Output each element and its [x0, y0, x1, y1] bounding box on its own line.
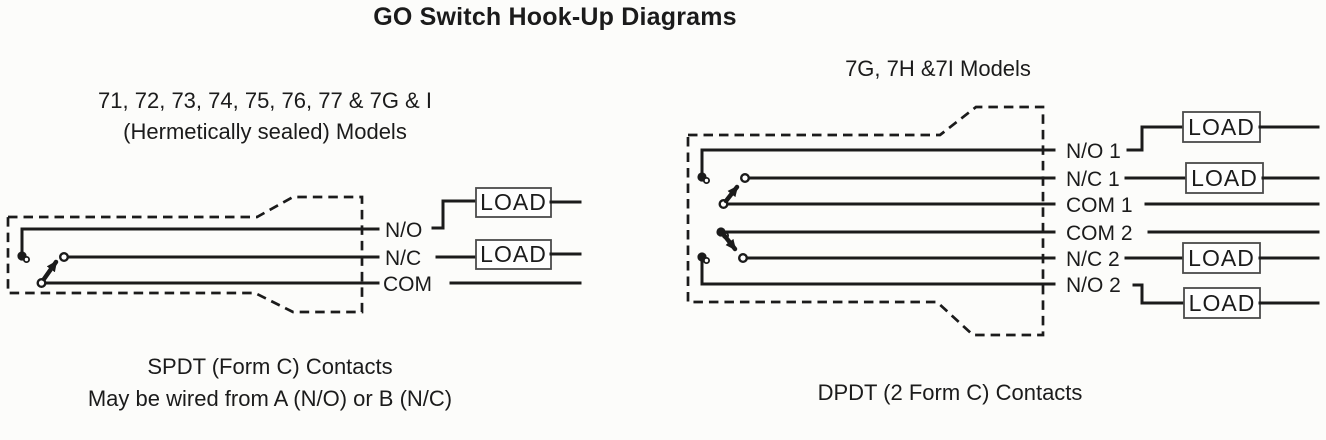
dpdt-no1-load-box — [1182, 111, 1261, 143]
left-heading-line2: (Hermetically sealed) Models — [123, 119, 407, 144]
spdt-no-wire — [20, 227, 380, 253]
dpdt-nc1-load-label: LOAD — [1191, 165, 1258, 191]
dpdt-no2-load-box — [1183, 287, 1261, 319]
spdt-nc-load-label: LOAD — [480, 241, 547, 267]
dpdt-no1-terminal-ring — [703, 176, 711, 184]
right-diagram-heading: 7G, 7H &7I Models — [845, 56, 1031, 81]
dpdt-no2-label: N/O 2 — [1066, 274, 1121, 297]
dpdt-switch-lever-pole1 — [723, 184, 740, 204]
dpdt-no1-load-wire — [1126, 125, 1185, 152]
dpdt-diagram: N/O 1 N/C 1 COM 1 COM 2 N/C 2 N/O 2 LOAD… — [686, 105, 1320, 337]
spdt-switch-lever — [41, 259, 59, 282]
dpdt-no2-terminal-ring — [703, 256, 711, 264]
dpdt-com2-label: COM 2 — [1066, 222, 1133, 245]
spdt-com-label: COM — [383, 273, 432, 296]
dpdt-nc2-load-box — [1182, 242, 1261, 274]
left-diagram-caption: SPDT (Form C) Contacts May be wired from… — [10, 351, 530, 415]
dpdt-switch-lever-pole2 — [721, 232, 738, 252]
dpdt-no2-load-wire — [1132, 283, 1186, 305]
spdt-no-terminal-ring — [22, 255, 30, 263]
dpdt-enclosure-outline — [686, 105, 1045, 337]
left-caption-line2: May be wired from A (N/O) or B (N/C) — [87, 386, 453, 411]
dpdt-nc2-label: N/C 2 — [1066, 248, 1120, 271]
dpdt-no1-wire — [700, 148, 1056, 174]
dpdt-nc1-load-box — [1185, 162, 1264, 194]
spdt-no-label: N/O — [385, 219, 422, 242]
spdt-nc-label: N/C — [385, 247, 421, 270]
spdt-enclosure-outline — [6, 195, 364, 314]
spdt-no-load-box — [475, 187, 552, 218]
left-caption-line1: SPDT (Form C) Contacts — [147, 354, 393, 379]
dpdt-com1-label: COM 1 — [1066, 194, 1133, 217]
spdt-nc-contact — [59, 251, 70, 262]
dpdt-no2-load-label: LOAD — [1189, 290, 1256, 316]
dpdt-nc2-contact — [738, 252, 749, 263]
dpdt-nc1-label: N/C 1 — [1066, 168, 1120, 191]
spdt-nc-load-box — [475, 239, 552, 270]
spdt-no-load-wire — [431, 199, 478, 230]
dpdt-no2-wire — [700, 260, 1056, 286]
dpdt-no1-load-label: LOAD — [1188, 114, 1255, 140]
left-diagram-heading: 71, 72, 73, 74, 75, 76, 77 & 7G & I (Her… — [30, 85, 500, 147]
dpdt-nc1-contact — [740, 172, 751, 183]
dpdt-no1-label: N/O 1 — [1066, 140, 1121, 163]
left-heading-line1: 71, 72, 73, 74, 75, 76, 77 & 7G & I — [98, 88, 432, 113]
page-title: GO Switch Hook-Up Diagrams — [373, 3, 737, 31]
spdt-diagram: N/O N/C COM LOAD LOAD — [6, 187, 582, 314]
spdt-no-load-label: LOAD — [480, 189, 547, 215]
dpdt-nc2-load-label: LOAD — [1188, 245, 1255, 271]
right-diagram-caption: DPDT (2 Form C) Contacts — [817, 380, 1083, 405]
